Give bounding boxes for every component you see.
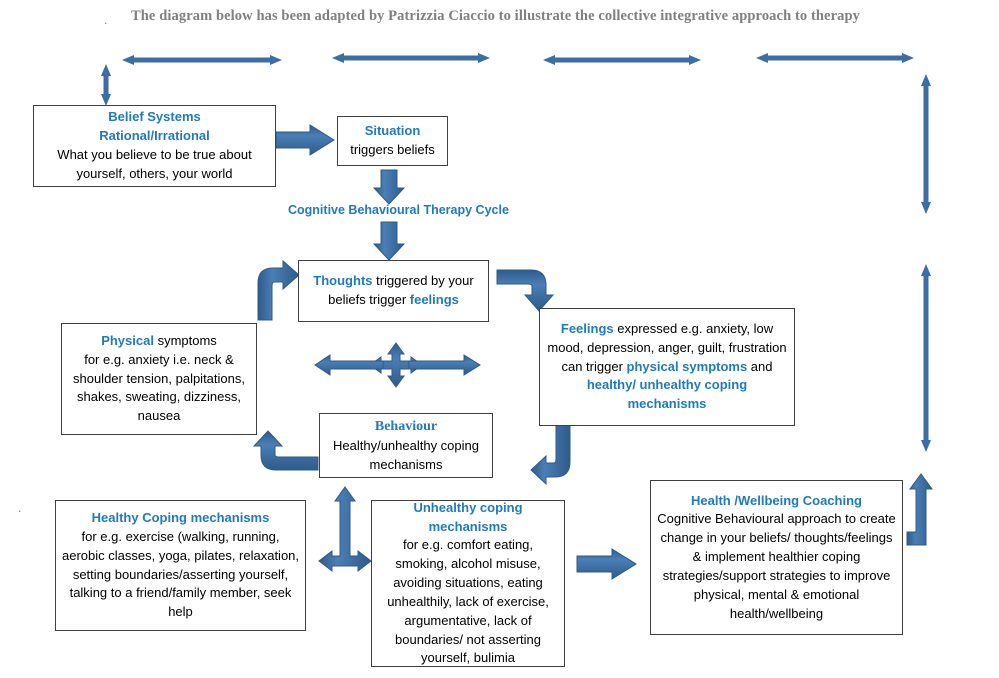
- feelings-to-unhealthy-elbow-arrow: [530, 417, 571, 486]
- box-healthy-coping[interactable]: Healthy Coping mechanisms for e.g. exerc…: [55, 500, 306, 631]
- top-double-arrow-1: [122, 55, 282, 65]
- unhealthy-to-coaching-arrow: [576, 548, 637, 580]
- box-feelings[interactable]: Feelings expressed e.g. anxiety, low moo…: [539, 308, 795, 426]
- thoughts-text: Thoughts triggered by your beliefs trigg…: [305, 272, 482, 310]
- healthy-coping-body: for e.g. exercise (walking, running, aer…: [62, 528, 300, 620]
- feelings-seg1: Feelings: [560, 320, 614, 336]
- unhealthy-coping-heading-line2: mechanisms: [428, 518, 508, 534]
- belief-systems-heading-line2: Rational/Irrational: [99, 128, 210, 144]
- behaviour-healthy-vertical-arrow: [318, 486, 372, 573]
- situation-heading: Situation: [364, 123, 421, 139]
- belief-systems-body: What you believe to be true about yourse…: [57, 147, 252, 181]
- health-coaching-heading: Health /Wellbeing Coaching: [691, 492, 862, 508]
- physical-symptoms-body: for e.g. anxiety i.e. neck & shoulder te…: [72, 351, 245, 424]
- right-vertical-double-arrow-lower: [921, 264, 931, 452]
- coaching-up-elbow-arrow: [906, 473, 933, 546]
- cbt-cycle-label: Cognitive Behavioural Therapy Cycle: [288, 203, 509, 217]
- situation-to-cycle-arrow: [372, 169, 406, 205]
- leading-dot: .: [104, 12, 108, 27]
- feelings-text: Feelings expressed e.g. anxiety, low moo…: [546, 320, 788, 414]
- healthy-coping-heading: Healthy Coping mechanisms: [91, 509, 270, 525]
- feelings-seg5: healthy/ unhealthy coping mechanisms: [586, 377, 748, 412]
- belief-to-situation-arrow: [275, 124, 335, 156]
- physical-to-thoughts-elbow-arrow: [257, 259, 300, 321]
- behaviour-body: Healthy/unhealthy coping mechanisms: [333, 437, 479, 472]
- health-coaching-body: Cognitive Behavioural approach to create…: [657, 511, 896, 621]
- cross-arrow-center: [369, 342, 423, 388]
- feelings-seg4: and: [747, 358, 773, 374]
- cycle-to-thoughts-arrow: [372, 221, 406, 261]
- left-vertical-double-arrow: [101, 64, 111, 106]
- thoughts-mid: triggered by your beliefs trigger: [328, 273, 474, 307]
- box-belief-systems[interactable]: Belief Systems Rational/Irrational What …: [33, 105, 276, 187]
- behaviour-feelings-right-arrow: [408, 354, 481, 376]
- physical-symptoms-heading: Physical symptoms: [68, 332, 250, 351]
- box-behaviour[interactable]: Behaviour Healthy/unhealthy coping mecha…: [319, 413, 493, 478]
- feelings-seg2: expressed e.g. anxiety, low mood, depres…: [547, 320, 787, 374]
- stray-dot: .: [18, 500, 22, 515]
- unhealthy-coping-body: for e.g. comfort eating, smoking, alcoho…: [387, 537, 549, 666]
- belief-systems-heading-line1: Belief Systems: [108, 109, 201, 125]
- page-title: The diagram below has been adapted by Pa…: [131, 8, 860, 24]
- situation-body: triggers beliefs: [350, 142, 435, 157]
- behaviour-heading: Behaviour: [374, 418, 438, 434]
- box-unhealthy-coping[interactable]: Unhealthy coping mechanisms for e.g. com…: [371, 500, 565, 667]
- behaviour-to-physical-elbow-arrow: [252, 430, 319, 471]
- right-vertical-double-arrow-upper: [921, 74, 931, 214]
- unhealthy-coping-heading-line1: Unhealthy coping: [413, 499, 523, 515]
- thoughts-tail: feelings: [409, 292, 459, 307]
- box-health-wellbeing-coaching[interactable]: Health /Wellbeing Coaching Cognitive Beh…: [650, 480, 903, 635]
- thoughts-lead: Thoughts: [313, 273, 373, 289]
- top-double-arrow-2: [332, 53, 490, 63]
- box-physical-symptoms[interactable]: Physical symptoms for e.g. anxiety i.e. …: [61, 323, 257, 435]
- top-double-arrow-4: [756, 53, 914, 63]
- physical-symptoms-heading-blue: Physical: [101, 332, 154, 348]
- box-thoughts[interactable]: Thoughts triggered by your beliefs trigg…: [298, 260, 489, 322]
- thoughts-to-feelings-elbow-arrow: [496, 269, 555, 312]
- top-double-arrow-3: [543, 55, 701, 65]
- feelings-seg3: physical symptoms: [626, 358, 748, 374]
- thoughts-behaviour-left-arrow: [314, 354, 384, 376]
- box-situation[interactable]: Situation triggers beliefs: [337, 116, 448, 166]
- physical-symptoms-heading-tail: symptoms: [153, 332, 217, 348]
